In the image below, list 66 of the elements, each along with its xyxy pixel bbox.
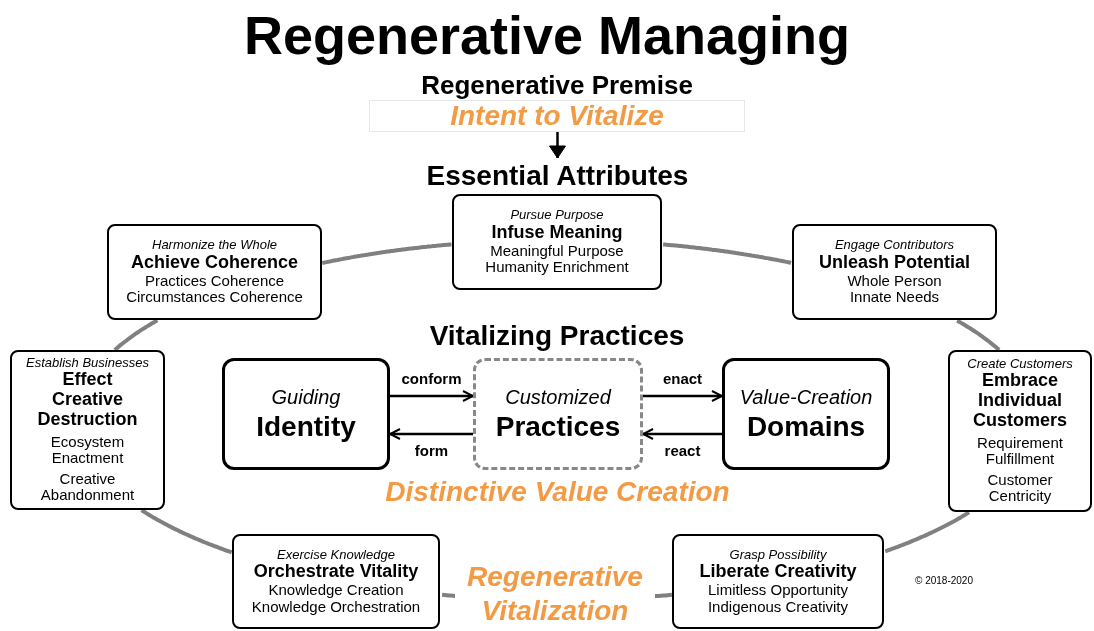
- attribute-title: Unleash Potential: [819, 252, 970, 273]
- arrow: [643, 390, 723, 402]
- cycle-line: [321, 242, 452, 265]
- attribute-detail: Knowledge Orchestration: [251, 598, 421, 616]
- arrow: [549, 132, 566, 159]
- subtitle-text: Create Customers: [967, 357, 1073, 372]
- tagline-text: Distinctive Value Creation: [384, 475, 731, 509]
- premise-text: Intent to Vitalize: [369, 100, 745, 132]
- process-box: [222, 358, 390, 470]
- attribute-detail: Requirement Fulfillment: [976, 434, 1064, 468]
- subtitle-text: Engage Contributors: [834, 238, 955, 253]
- cycle-line: [113, 318, 159, 352]
- attribute-detail: Indigenous Creativity: [707, 598, 849, 616]
- box-title: Practices: [495, 411, 621, 443]
- attribute-detail: Innate Needs: [849, 289, 940, 306]
- edge-label: conform: [400, 369, 463, 389]
- attribute-detail: Whole Person: [847, 272, 942, 290]
- arrow: [389, 428, 473, 440]
- attribute-detail: Ecosystem Enactment: [49, 433, 126, 467]
- process-box: [722, 358, 890, 470]
- subtitle-text: Value-Creation: [739, 385, 873, 408]
- section-heading: Vitalizing Practices: [428, 319, 686, 353]
- edge-label: enact: [661, 369, 704, 389]
- attribute-detail: Circumstances Coherence: [126, 289, 303, 306]
- attribute-box: [10, 350, 165, 510]
- attribute-title: Orchestrate Vitality: [253, 562, 419, 583]
- attribute-title: Liberate Creativity: [699, 562, 857, 583]
- subtitle-text: Grasp Possibility: [729, 547, 827, 563]
- attribute-detail: Customer Centricity: [986, 471, 1054, 505]
- cycle-line: [884, 510, 971, 554]
- attribute-box: [232, 534, 440, 629]
- subtitle-text: Guiding: [271, 385, 341, 408]
- attribute-detail: Creative Abandonment: [39, 470, 136, 504]
- diagram-title: Regenerative Managing: [242, 4, 852, 67]
- cycle-line: [662, 242, 792, 265]
- cycle-line: [956, 318, 1001, 352]
- cycle-line: [140, 508, 233, 555]
- attribute-title: Embrace Individual Customers: [972, 371, 1068, 431]
- attribute-title: Effect Creative Destruction: [36, 370, 139, 430]
- attribute-box: [452, 194, 662, 290]
- attribute-title: Achieve Coherence: [130, 252, 299, 273]
- premise-heading: Regenerative Premise: [421, 70, 693, 100]
- subtitle-text: Customized: [505, 385, 611, 408]
- arrow: [390, 390, 474, 402]
- attribute-detail: Limitless Opportunity: [707, 582, 849, 599]
- attribute-box: [672, 534, 884, 629]
- attribute-box: [792, 224, 997, 320]
- attribute-detail: Meaningful Purpose: [490, 242, 624, 260]
- box-title: Domains: [746, 411, 866, 443]
- copyright-note: © 2018-2020: [915, 574, 974, 588]
- subtitle-text: Harmonize the Whole: [152, 238, 277, 253]
- attribute-detail: Knowledge Creation: [268, 582, 404, 599]
- edge-label: react: [663, 441, 702, 461]
- attribute-box: [107, 224, 322, 320]
- attribute-detail: Practices Coherence: [144, 272, 285, 290]
- arrow: [642, 428, 722, 440]
- attribute-box: [948, 350, 1092, 512]
- box-title: Identity: [256, 411, 356, 443]
- subtitle-text: Establish Businesses: [26, 356, 149, 371]
- subtitle-text: Exercise Knowledge: [277, 547, 395, 563]
- attribute-detail: Humanity Enrichment: [485, 259, 629, 276]
- attribute-title: Infuse Meaning: [491, 222, 623, 243]
- practice-box: [473, 358, 643, 470]
- heading-text: Essential Attributes: [420, 158, 695, 194]
- subtitle-text: Pursue Purpose: [510, 208, 604, 223]
- edge-label: form: [413, 441, 450, 461]
